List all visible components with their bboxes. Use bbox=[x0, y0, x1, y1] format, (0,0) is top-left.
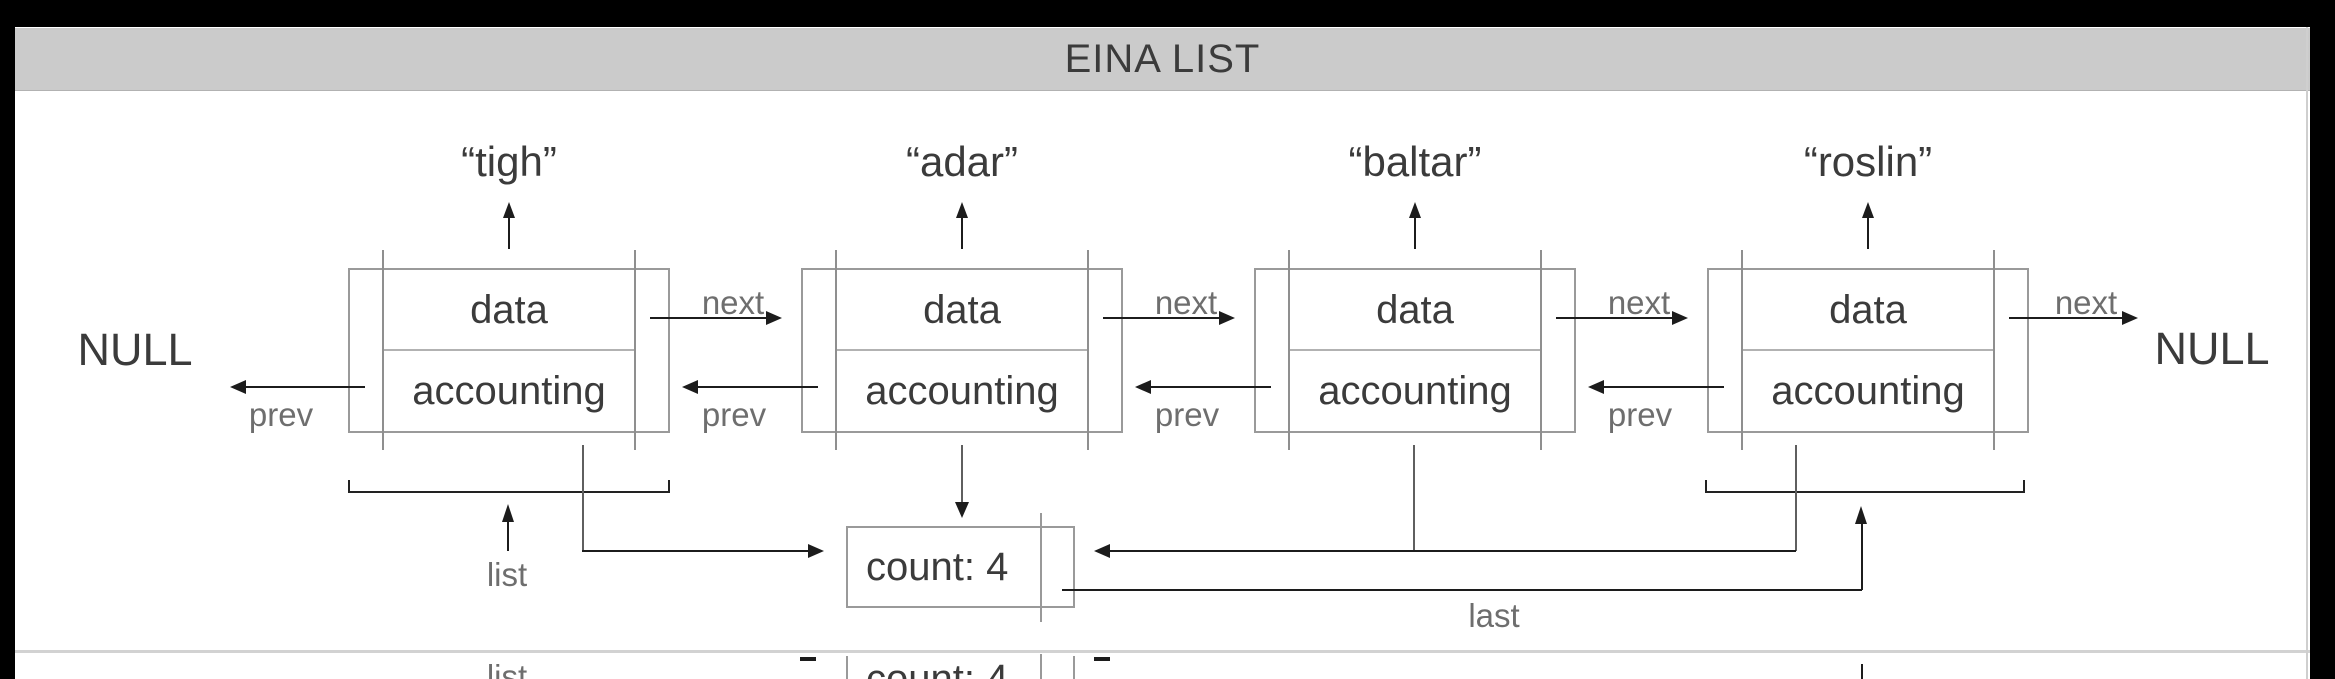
next-line-2-3 bbox=[1103, 317, 1219, 319]
count-box bbox=[846, 526, 1075, 608]
count-feed-line-left bbox=[582, 550, 808, 552]
prev-arrowhead-4-3 bbox=[1588, 380, 1604, 394]
node2-value-string: “adar” bbox=[905, 138, 1019, 185]
prev-label-4-3: prev bbox=[1607, 396, 1673, 433]
node3-right-column-line bbox=[1540, 250, 1542, 450]
prev-label-1-null: prev bbox=[248, 396, 314, 433]
next-figure-count-value: count: 4 bbox=[866, 657, 1009, 679]
node4-data-arrow-icon bbox=[1862, 202, 1874, 218]
node2-cell-divider bbox=[837, 349, 1087, 351]
next-label-4-null: next bbox=[2054, 284, 2118, 321]
last-line-vertical bbox=[1861, 524, 1863, 590]
node3-data-arrow-line bbox=[1414, 218, 1416, 249]
node2-data-arrow-line bbox=[961, 218, 963, 249]
next-figure-count-box-left-edge bbox=[846, 656, 848, 679]
last-label: last bbox=[1468, 597, 1520, 634]
node4-cell-divider bbox=[1743, 349, 1993, 351]
next-label-1-2: next bbox=[701, 284, 765, 321]
next-figure-last-line-fragment bbox=[1861, 664, 1863, 679]
next-figure-count-column-line bbox=[1040, 654, 1042, 679]
list-arrowhead bbox=[502, 504, 514, 522]
node1-bracket bbox=[348, 480, 670, 493]
count-value: count: 4 bbox=[866, 545, 1009, 589]
figure-title-bar: EINA LIST bbox=[15, 28, 2310, 91]
node1-data-arrow-icon bbox=[503, 202, 515, 218]
next-line-3-4 bbox=[1556, 317, 1672, 319]
prev-arrowhead-2-1 bbox=[682, 380, 698, 394]
node1-cell-divider bbox=[384, 349, 634, 351]
count-feed-arrowhead-right bbox=[1094, 544, 1110, 558]
prev-line-4-3 bbox=[1604, 386, 1724, 388]
next-arrowhead-4-null bbox=[2122, 311, 2138, 325]
figure-title: EINA LIST bbox=[1064, 36, 1261, 81]
next-line-4-null bbox=[2009, 317, 2122, 319]
prev-line-1-null bbox=[246, 386, 365, 388]
count-box-column-line bbox=[1040, 513, 1042, 622]
node2-data-cell: data bbox=[923, 288, 1001, 332]
node2-down-line bbox=[961, 445, 963, 502]
next-label-3-4: next bbox=[1607, 284, 1671, 321]
last-line-horizontal bbox=[1062, 589, 1862, 591]
list-label: list bbox=[486, 556, 528, 593]
next-label-2-3: next bbox=[1154, 284, 1218, 321]
node4-accounting-cell: accounting bbox=[1771, 369, 1965, 413]
node1-accounting-cell: accounting bbox=[412, 369, 606, 413]
node2-data-arrow-icon bbox=[956, 202, 968, 218]
count-feed-line-right bbox=[1110, 550, 1796, 552]
node1-left-column-line bbox=[382, 250, 384, 450]
list-arrow-line bbox=[507, 522, 509, 551]
canvas-right-edge bbox=[2306, 27, 2308, 679]
node3-left-column-line bbox=[1288, 250, 1290, 450]
prev-label-2-1: prev bbox=[701, 396, 767, 433]
node2-right-column-line bbox=[1087, 250, 1089, 450]
node4-value-string: “roslin” bbox=[1803, 138, 1933, 185]
figure-separator bbox=[15, 650, 2310, 653]
node1-down-line bbox=[582, 445, 584, 551]
last-arrowhead bbox=[1855, 506, 1867, 524]
null-left-label: NULL bbox=[77, 324, 193, 375]
node1-data-cell: data bbox=[470, 288, 548, 332]
node1-data-arrow-line bbox=[508, 218, 510, 249]
prev-line-2-1 bbox=[698, 386, 818, 388]
node4-left-column-line bbox=[1741, 250, 1743, 450]
node3-data-arrow-icon bbox=[1409, 202, 1421, 218]
node3-accounting-cell: accounting bbox=[1318, 369, 1512, 413]
node4-bracket bbox=[1705, 480, 2025, 493]
next-figure-count-box-right-edge bbox=[1073, 656, 1075, 679]
node3-data-cell: data bbox=[1376, 288, 1454, 332]
node4-data-arrow-line bbox=[1867, 218, 1869, 249]
node4-data-cell: data bbox=[1829, 288, 1907, 332]
node2-accounting-cell: accounting bbox=[865, 369, 1059, 413]
prev-arrowhead-1-null bbox=[230, 380, 246, 394]
next-figure-left-arrow-fragment bbox=[800, 657, 816, 661]
node3-cell-divider bbox=[1290, 349, 1540, 351]
next-arrowhead-2-3 bbox=[1219, 311, 1235, 325]
count-feed-arrowhead-left bbox=[808, 544, 824, 558]
node4-down-line bbox=[1795, 445, 1797, 551]
next-arrowhead-1-2 bbox=[766, 311, 782, 325]
node3-value-string: “baltar” bbox=[1348, 138, 1482, 185]
prev-line-3-2 bbox=[1151, 386, 1271, 388]
prev-label-3-2: prev bbox=[1154, 396, 1220, 433]
node2-left-column-line bbox=[835, 250, 837, 450]
next-figure-right-arrow-fragment bbox=[1094, 657, 1110, 661]
next-arrowhead-3-4 bbox=[1672, 311, 1688, 325]
next-figure-list-label: list bbox=[486, 658, 528, 679]
node1-right-column-line bbox=[634, 250, 636, 450]
null-right-label: NULL bbox=[2154, 323, 2270, 374]
node2-down-arrowhead bbox=[955, 502, 969, 518]
node1-value-string: “tigh” bbox=[461, 138, 557, 185]
next-line-1-2 bbox=[650, 317, 766, 319]
node3-down-line bbox=[1413, 445, 1415, 551]
node4-right-column-line bbox=[1993, 250, 1995, 450]
prev-arrowhead-3-2 bbox=[1135, 380, 1151, 394]
